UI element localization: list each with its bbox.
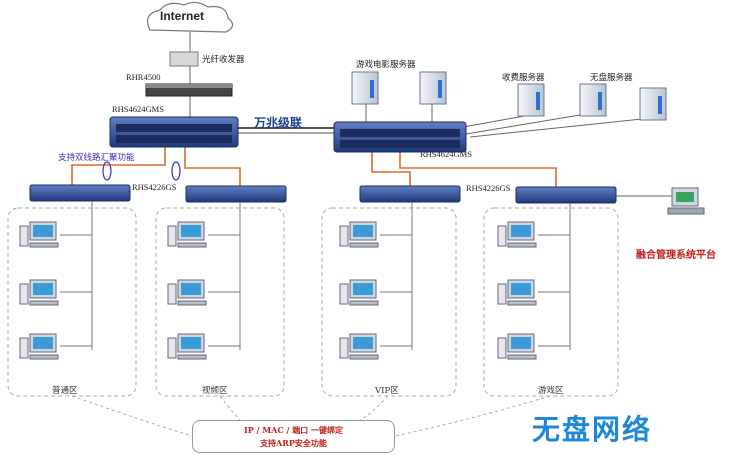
aggregation-marker-left-icon — [102, 161, 112, 181]
brand-watermark: 无盘网络 — [532, 413, 653, 446]
computer-icon — [339, 333, 379, 360]
aggregation-marker-right-icon — [171, 161, 181, 181]
core-switch-right-icon — [333, 121, 467, 153]
zone-label-video: 视频区 — [202, 386, 228, 396]
computer-icon — [339, 221, 379, 248]
computer-icon — [167, 279, 207, 306]
access-switch-1-icon — [29, 184, 131, 202]
server-diskless-2-icon — [639, 87, 667, 121]
computer-icon — [167, 221, 207, 248]
server-diskless-1-icon — [579, 83, 607, 117]
zone-vip-box — [321, 207, 457, 397]
zone-label-vip: VIP区 — [375, 386, 399, 396]
server-diskless-label: 无盘服务器 — [590, 73, 633, 83]
uplink-links — [71, 145, 557, 187]
zone-game-box — [483, 207, 619, 397]
core-switch-left-label: RHS4624GMS — [112, 104, 164, 114]
computer-icon — [497, 279, 537, 306]
fiber-transceiver-label: 光纤收发器 — [202, 55, 245, 65]
computer-icon — [19, 221, 59, 248]
server-game-movie-2-icon — [419, 71, 447, 105]
zone-label-game: 游戏区 — [538, 386, 564, 396]
aggregation-label: 支持双线路汇聚功能 — [58, 153, 135, 163]
server-game-movie-label: 游戏电影服务器 — [356, 60, 416, 70]
trunk-label: 万兆级联 — [254, 116, 303, 130]
access-switch-right-label: RHS4226GS — [466, 183, 511, 193]
server-billing-label: 收费服务器 — [502, 73, 545, 83]
core-switch-left-icon — [109, 116, 239, 148]
computer-icon — [167, 333, 207, 360]
access-switch-3-icon — [359, 185, 461, 203]
internet-label: Internet — [160, 9, 205, 23]
server-billing-icon — [517, 83, 545, 117]
security-notice-line1: IP / MAC / 端口 一键绑定 — [244, 425, 343, 435]
computer-icon — [497, 221, 537, 248]
security-notice-line2: 支持ARP安全功能 — [260, 438, 327, 448]
security-notice-box: IP / MAC / 端口 一键绑定 支持ARP安全功能 — [192, 420, 395, 453]
computer-icon — [19, 333, 59, 360]
zone-label-ordinary: 普通区 — [52, 386, 78, 396]
router-label: RHR4500 — [126, 72, 161, 82]
zone-computers — [19, 201, 571, 360]
server-icons — [351, 71, 667, 121]
server-game-movie-1-icon — [351, 71, 379, 105]
zone-video-box — [155, 207, 285, 397]
computer-icon — [339, 279, 379, 306]
fiber-transceiver-icon — [169, 51, 199, 67]
computer-icon — [19, 279, 59, 306]
management-platform-label: 融合管理系统平台 — [636, 250, 716, 261]
access-switch-4-icon — [515, 186, 617, 204]
internet-cloud-icon — [147, 1, 234, 33]
access-switch-left-label: RHS4226GS — [132, 182, 177, 192]
management-workstation-icon — [667, 187, 705, 215]
zone-ordinary-box — [7, 207, 137, 397]
access-switch-2-icon — [185, 185, 287, 203]
computer-icon — [497, 333, 537, 360]
core-switch-right-label: RHS4624GMS — [420, 149, 472, 159]
